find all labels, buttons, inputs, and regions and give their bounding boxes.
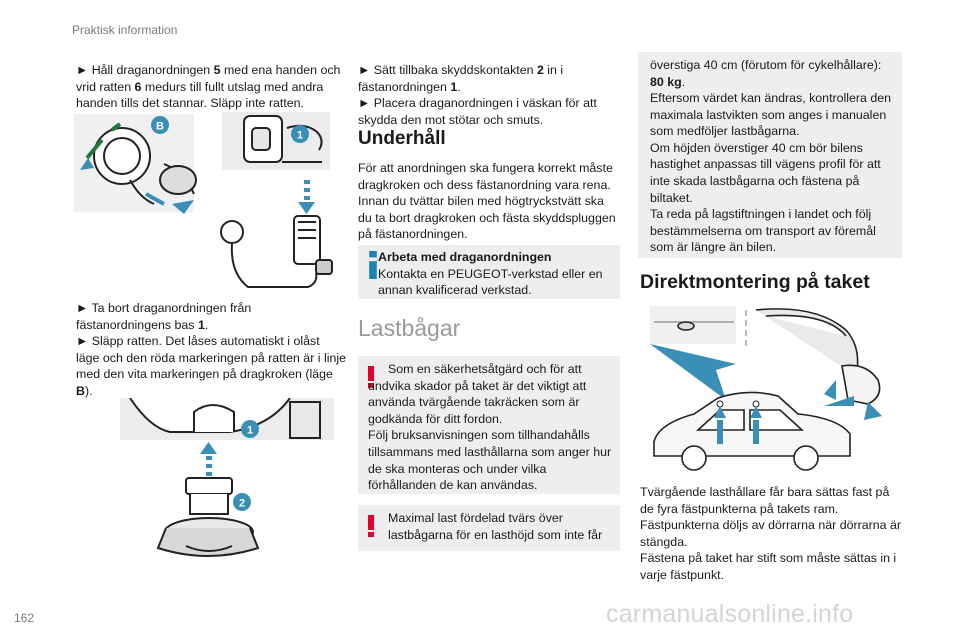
heading-lastbagar: Lastbågar xyxy=(358,315,461,341)
roof-mount-figure xyxy=(650,306,882,471)
col2-maintenance-text: För att anordningen ska fungera korrekt … xyxy=(358,161,616,242)
warning-box-continued: överstiga 40 cm (förutom för cykelhållar… xyxy=(638,52,902,258)
col1-para2: ► Ta bort draganordningen från fästanord… xyxy=(76,301,347,398)
label-2: 2 xyxy=(239,498,245,510)
warning-box-2: Maximal last fördelad tvärs över lastbåg… xyxy=(358,505,620,551)
section-label: Praktisk information xyxy=(72,23,178,37)
label-b: B xyxy=(156,121,164,133)
page-number: 162 xyxy=(14,611,35,625)
heading-underhall: Underhåll xyxy=(358,128,446,149)
heading-direktmontering: Direktmontering på taket xyxy=(640,271,870,293)
label-1: 1 xyxy=(247,425,253,437)
label-1: 1 xyxy=(297,130,303,142)
warning-icon xyxy=(368,366,374,388)
load-limit-details: Eftersom värdet kan ändras, kontrollera … xyxy=(650,91,892,255)
info-icon xyxy=(369,251,377,279)
towbar-removal-figure: B 1 xyxy=(74,112,333,288)
info-title: Arbeta med draganordningen xyxy=(378,250,552,264)
col1-para1: ► Håll draganordningen 5 med ena handen … xyxy=(76,63,341,111)
warning-1-text: Som en säkerhetsåtgärd och för att undvi… xyxy=(368,362,612,493)
info-box: Arbeta med draganordningen Kontakta en P… xyxy=(358,245,620,299)
col2-intro: ► Sätt tillbaka skyddskontakten 2 in i f… xyxy=(358,63,597,127)
load-limit-text: överstiga 40 cm (förutom för cykelhållar… xyxy=(650,58,882,89)
label-b-circle xyxy=(151,116,169,134)
watermark: carmanualsonline.info xyxy=(606,600,854,628)
warning-box-1: Som en säkerhetsåtgärd och för att undvi… xyxy=(358,356,620,494)
warning-2-text: Maximal last fördelad tvärs över lastbåg… xyxy=(388,511,603,542)
warning-icon xyxy=(368,515,374,537)
roof-mount-text: Tvärgående lasthållare får bara sättas f… xyxy=(640,485,902,582)
socket-cap-figure: 1 2 xyxy=(120,398,334,557)
info-text: Kontakta en PEUGEOT-verkstad eller en an… xyxy=(378,266,603,298)
